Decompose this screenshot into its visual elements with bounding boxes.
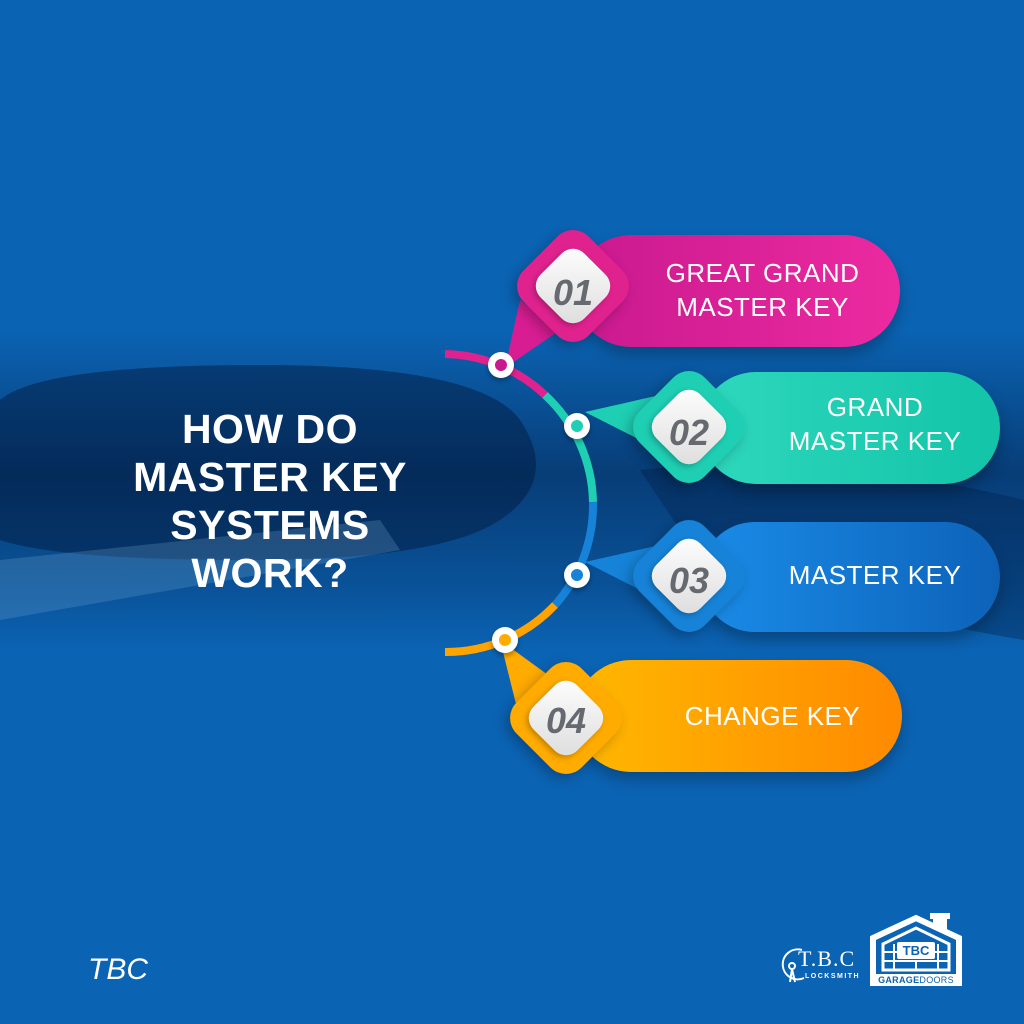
- garage-logo-sub: GARAGEDOORS: [870, 975, 962, 986]
- node-dot: [499, 634, 511, 646]
- title-line: HOW DO: [181, 406, 359, 452]
- title-line: SYSTEMS: [170, 502, 370, 548]
- garage-logo-name: TBC: [902, 943, 930, 958]
- locksmith-logo-name: T.B.C: [798, 946, 856, 971]
- step-03-pill: [700, 522, 1000, 632]
- node-dot: [571, 569, 583, 581]
- step-02-number: 02: [668, 412, 710, 453]
- step-01-pill: [575, 235, 900, 347]
- label-line: MASTER KEY: [676, 292, 849, 322]
- title-line: MASTER KEY: [133, 454, 407, 500]
- step-01-label: GREAT GRAND MASTER KEY: [640, 256, 885, 324]
- step-01-number: 01: [552, 272, 594, 313]
- step-04-node: [492, 627, 518, 653]
- label-line: MASTER KEY: [788, 560, 962, 590]
- garage-logo-sub-light: DOORS: [919, 975, 954, 985]
- step-03-node: [564, 562, 590, 588]
- node-dot: [495, 359, 507, 371]
- label-line: GRAND: [826, 392, 924, 422]
- title-line: WORK?: [191, 550, 349, 596]
- garage-logo-badge: TBC: [897, 942, 935, 959]
- step-03-number: 03: [668, 560, 710, 601]
- garage-house-icon: [870, 913, 962, 986]
- step-01-node: [488, 352, 514, 378]
- footer-brand-text: TBC: [88, 953, 148, 986]
- step-04-pill: [575, 660, 902, 772]
- locksmith-keyhole-icon: [781, 948, 805, 983]
- step-02-node: [564, 413, 590, 439]
- step-02-label: GRAND MASTER KEY: [760, 390, 990, 458]
- node-dot: [571, 420, 583, 432]
- tbc-locksmith-logo: T.B.C LOCKSMITH: [778, 940, 861, 988]
- page-title: HOW DO MASTER KEY SYSTEMS WORK?: [100, 405, 440, 597]
- label-line: GREAT GRAND: [665, 258, 860, 288]
- step-04-number: 04: [545, 700, 587, 741]
- step-03-label: MASTER KEY: [760, 558, 990, 592]
- step-02-pill: [700, 372, 1000, 484]
- label-line: MASTER KEY: [788, 426, 962, 456]
- locksmith-logo-sub: LOCKSMITH: [805, 973, 861, 980]
- label-line: CHANGE KEY: [684, 701, 861, 731]
- garage-logo-sub-bold: GARAGE: [878, 975, 920, 985]
- tbc-garage-doors-logo: TBC GARAGEDOORS: [870, 910, 962, 986]
- step-04-label: CHANGE KEY: [655, 699, 890, 733]
